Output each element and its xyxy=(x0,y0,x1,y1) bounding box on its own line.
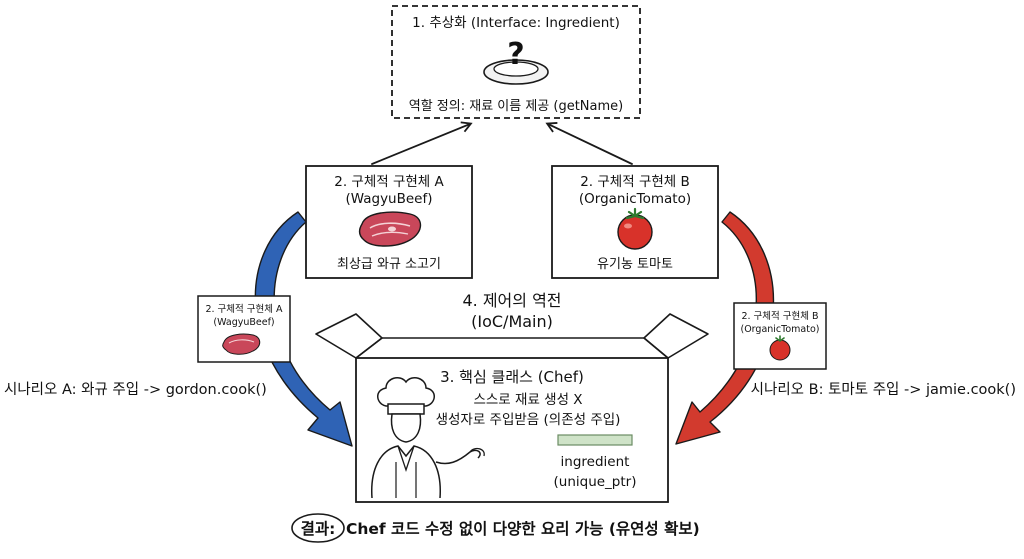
steak-icon xyxy=(358,211,422,247)
arrow-impl-a-to-interface xyxy=(371,121,473,165)
result-line: 결과: Chef 코드 수정 없이 다양한 요리 가능 (유연성 확보) xyxy=(291,513,700,543)
result-label: 결과: xyxy=(301,520,336,538)
ioc-title: 4. 제어의 역전 xyxy=(462,291,561,310)
result-text: Chef 코드 수정 없이 다양한 요리 가능 (유연성 확보) xyxy=(346,519,700,538)
impl-a-title: 2. 구체적 구현체 A xyxy=(334,174,444,190)
impl-a-box: 2. 구체적 구현체 A (WagyuBeef) 최상급 와규 소고기 xyxy=(305,165,473,279)
box-flap-left xyxy=(315,313,383,359)
ioc-subtitle: (IoC/Main) xyxy=(471,312,553,331)
scenario-b-label: 시나리오 B: 토마토 주입 -> jamie.cook() xyxy=(751,381,1016,398)
impl-b-desc: 유기농 토마토 xyxy=(597,257,673,272)
tomato-icon xyxy=(617,207,653,250)
impl-a-desc: 최상급 와규 소고기 xyxy=(337,257,441,272)
impl-a-class: (WagyuBeef) xyxy=(345,191,432,207)
chef-title: 3. 핵심 클래스 (Chef) xyxy=(440,368,584,386)
card-b-title: 2. 구체적 구현체 B xyxy=(741,310,818,322)
impl-b-title: 2. 구체적 구현체 B xyxy=(580,174,690,190)
ingredient-field-bar xyxy=(557,434,633,446)
chef-line2: 생성자로 주입받음 (의존성 주입) xyxy=(436,412,621,428)
svg-text:?: ? xyxy=(507,37,524,72)
scenario-a-label: 시나리오 A: 와규 주입 -> gordon.cook() xyxy=(4,381,267,398)
chef-icon xyxy=(371,377,485,499)
card-a-class: (WagyuBeef) xyxy=(213,317,274,328)
card-b: 2. 구체적 구현체 B (OrganicTomato) xyxy=(733,302,827,370)
implements-arrows xyxy=(371,121,633,165)
tomato-icon xyxy=(769,335,791,361)
chef-class: 3. 핵심 클래스 (Chef) 스스로 재료 생성 X 생성자로 주입받음 (… xyxy=(371,368,637,499)
question-plate-icon: ? xyxy=(483,37,549,85)
ingredient-field: ingredient xyxy=(561,454,630,470)
card-a-title: 2. 구체적 구현체 A xyxy=(205,303,283,315)
box-flap-right xyxy=(643,313,709,359)
abstraction-box: 1. 추상화 (Interface: Ingredient) ? 역할 정의: … xyxy=(391,5,641,119)
abstraction-role: 역할 정의: 재료 이름 제공 (getName) xyxy=(409,99,624,114)
arrow-impl-b-to-interface xyxy=(545,122,633,165)
result-label-circle xyxy=(291,513,345,543)
ingredient-type: (unique_ptr) xyxy=(554,474,637,490)
card-b-class: (OrganicTomato) xyxy=(741,324,820,335)
impl-b-box: 2. 구체적 구현체 B (OrganicTomato) 유기농 토마토 xyxy=(551,165,719,279)
abstraction-title: 1. 추상화 (Interface: Ingredient) xyxy=(412,15,620,31)
steak-icon xyxy=(222,333,261,355)
card-a: 2. 구체적 구현체 A (WagyuBeef) xyxy=(197,295,291,363)
impl-b-class: (OrganicTomato) xyxy=(579,191,691,207)
chef-line1: 스스로 재료 생성 X xyxy=(473,392,582,408)
